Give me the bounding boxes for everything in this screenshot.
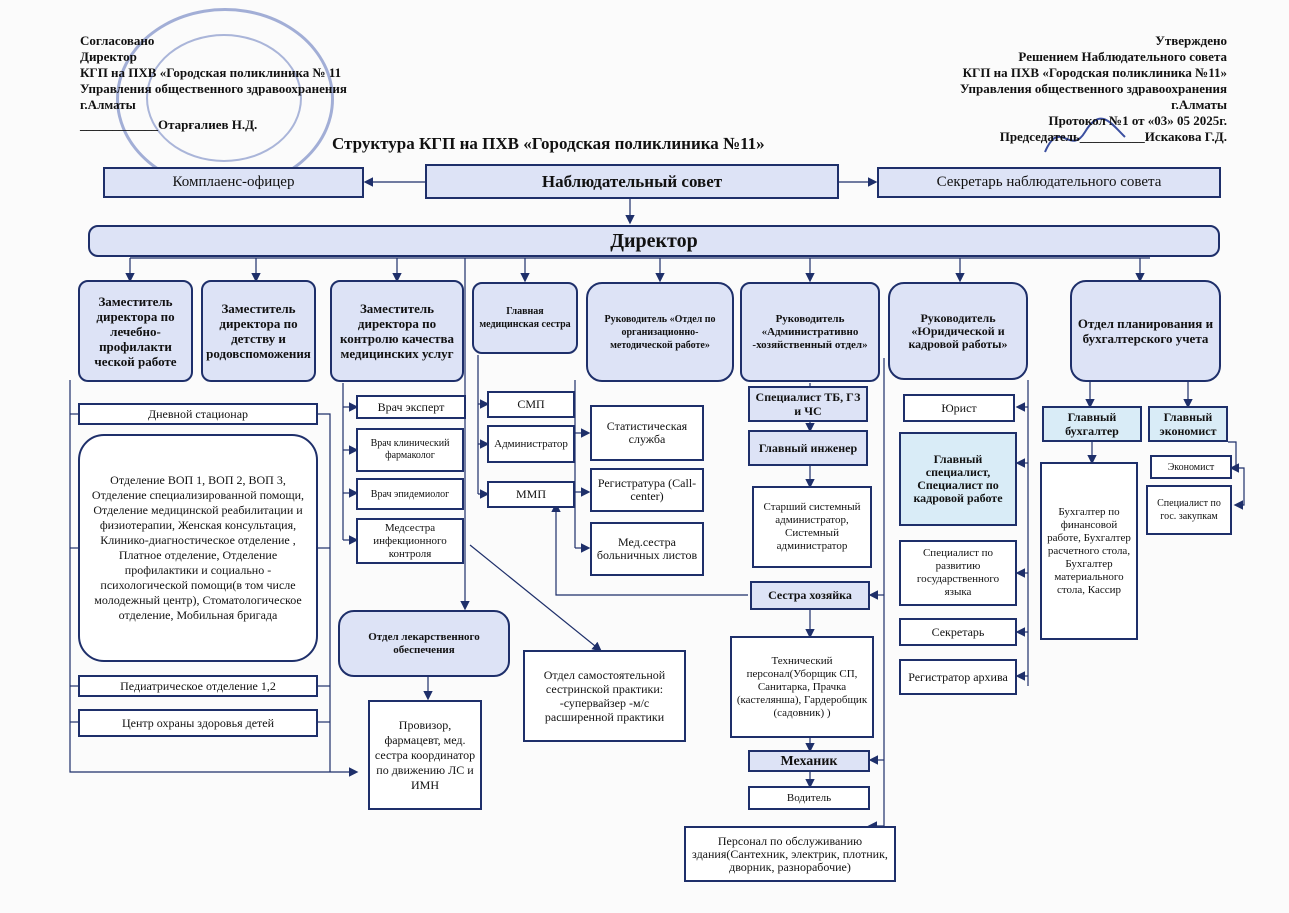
board-secretary-box: Секретарь наблюдательного совета — [877, 167, 1221, 198]
lawyer-box: Юрист — [903, 394, 1015, 422]
admin-head-box: Руководитель «Административно -хозяйстве… — [740, 282, 880, 382]
chief-economist-box: Главный экономист — [1148, 406, 1228, 442]
left-line: ____________Отарғалиев Н.Д. — [80, 117, 258, 132]
building-staff-box: Персонал по обслуживанию здания(Сантехни… — [684, 826, 896, 882]
day-hospital-box: Дневной стационар — [78, 403, 318, 425]
approval-right: Утверждено Решением Наблюдательного сове… — [960, 33, 1227, 145]
safety-specialist-box: Специалист ТБ, ГЗ и ЧС — [748, 386, 868, 422]
procurement-specialist-box: Специалист по гос. закупкам — [1146, 485, 1232, 535]
right-line: Решением Наблюдательного совета — [1018, 49, 1227, 64]
round-stamp-inner — [146, 34, 302, 162]
driver-box: Водитель — [748, 786, 870, 810]
pharmacologist-box: Врач клинический фармаколог — [356, 428, 464, 472]
infection-nurse-box: Медсестра инфекционного контроля — [356, 518, 464, 564]
left-line: КГП на ПХВ «Городская поликлиника № 11 — [80, 65, 342, 80]
legal-hr-head-box: Руководитель «Юридической и кадровой раб… — [888, 282, 1028, 380]
secretary-box: Секретарь — [899, 618, 1017, 646]
right-line: Управления общественного здравоохранения — [960, 81, 1227, 96]
chief-engineer-box: Главный инженер — [748, 430, 868, 466]
hr-specialist-box: Главный специалист, Специалист по кадров… — [899, 432, 1017, 526]
pharmacist-box: Провизор, фармацевт, мед. сестра координ… — [368, 700, 482, 810]
child-health-center-box: Центр охраны здоровья детей — [78, 709, 318, 737]
org-method-head-box: Руководитель «Отдел по организационно-ме… — [586, 282, 734, 382]
technical-staff-box: Технический персонал(Уборщик СП, Санитар… — [730, 636, 874, 738]
right-line: Протокол №1 от «03» 05 2025г. — [1048, 113, 1227, 128]
director-label: Директор — [610, 229, 698, 252]
right-line: Утверждено — [1155, 33, 1227, 48]
compliance-officer-box: Комплаенс-офицер — [103, 167, 364, 198]
right-line: г.Алматы — [1171, 97, 1227, 112]
smp-box: СМП — [487, 391, 575, 418]
administrator-box: Администратор — [487, 425, 575, 463]
sysadmin-box: Старший системный администратор, Системн… — [752, 486, 872, 568]
deputy-medical-box: Заместитель директора по лечебно-профила… — [78, 280, 193, 382]
mechanic-box: Механик — [748, 750, 870, 772]
departments-box: Отделение ВОП 1, ВОП 2, ВОП 3, Отделение… — [78, 434, 318, 662]
pediatric-box: Педиатрическое отделение 1,2 — [78, 675, 318, 697]
economist-box: Экономист — [1150, 455, 1232, 479]
sick-leave-nurse-box: Мед.сестра больничных листов — [590, 522, 704, 576]
right-line: КГП на ПХВ «Городская поликлиника №11» — [962, 65, 1227, 80]
left-line: Директор — [80, 49, 137, 64]
language-specialist-box: Специалист по развитию государственного … — [899, 540, 1017, 606]
chief-nurse-box: Главная медицинская сестра — [472, 282, 578, 354]
page-title: Структура КГП на ПХВ «Городская поликлин… — [332, 134, 765, 153]
drug-supply-dept-box: Отдел лекарственного обеспечения — [338, 610, 510, 677]
signature — [1044, 117, 1126, 153]
deputy-childhood-box: Заместитель директора по детству и родов… — [201, 280, 316, 382]
chief-accountant-box: Главный бухгалтер — [1042, 406, 1142, 442]
director-box: Директор — [88, 225, 1220, 257]
left-line: Управления общественного здравоохранения — [80, 81, 347, 96]
archive-registrar-box: Регистратор архива — [899, 659, 1017, 695]
registry-box: Регистратура (Call-center) — [590, 468, 704, 512]
left-line: г.Алматы — [80, 97, 136, 112]
deputy-quality-box: Заместитель директора по контролю качест… — [330, 280, 464, 382]
expert-doctor-box: Врач эксперт — [356, 395, 466, 419]
epidemiologist-box: Врач эпидемиолог — [356, 478, 464, 510]
housekeeper-nurse-box: Сестра хозяйка — [750, 581, 870, 610]
independent-nursing-box: Отдел самостоятельной сестринской практи… — [523, 650, 686, 742]
right-line: Председатель__________Искакова Г.Д. — [999, 129, 1227, 144]
left-line: Согласовано — [80, 33, 155, 48]
board-box: Наблюдательный совет — [425, 164, 839, 199]
planning-accounting-head-box: Отдел планирования и бухгалтерского учет… — [1070, 280, 1221, 382]
approval-left: Согласовано Директор КГП на ПХВ «Городск… — [80, 33, 347, 133]
accountants-box: Бухгалтер по финансовой работе, Бухгалте… — [1040, 462, 1138, 640]
statistics-box: Статистическая служба — [590, 405, 704, 461]
mmp-box: ММП — [487, 481, 575, 508]
